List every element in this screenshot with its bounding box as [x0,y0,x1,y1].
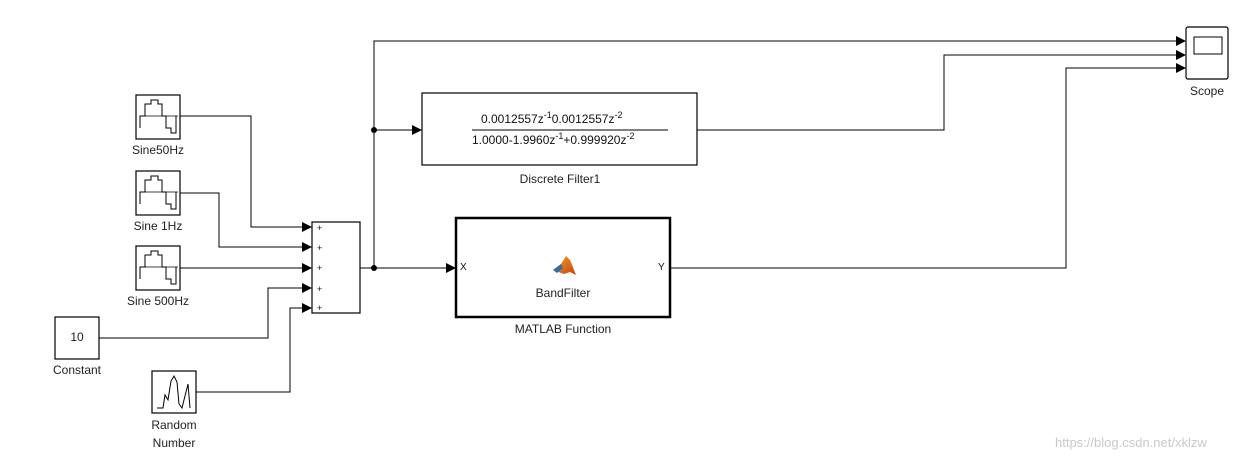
sine1-block[interactable] [135,170,181,216]
matlab-function-label: MATLAB Function [514,322,612,336]
filter-denominator: 1.0000-1.9960z-1+0.999920z-2 [472,131,635,147]
line-sine50-sum [180,115,312,232]
sine1-label: Sine 1Hz [133,219,183,233]
random-label-line1: Random [151,418,197,432]
scope-block[interactable] [1185,26,1229,80]
sine1-icon [139,175,177,210]
filter-label: Discrete Filter1 [519,172,601,186]
matlab-out-port: Y [658,262,665,273]
sum-sign-5: + [317,303,323,313]
matlab-function-name: BandFilter [535,286,591,300]
scope-screen-icon [1193,36,1223,55]
watermark: https://blog.csdn.net/xklzw [1055,435,1207,450]
branch-point-2 [371,127,377,133]
line-sine1-sum [180,192,312,252]
constant-block[interactable] [54,316,100,360]
scope-label: Scope [1189,84,1225,98]
filter-numerator: 0.0012557z-10.0012557z-2 [481,110,623,126]
matlab-in-port: X [460,262,467,273]
matlab-logo-icon [553,256,576,275]
sum-sign-3: + [317,263,323,273]
sum-block[interactable] [311,221,361,314]
sine500-label: Sine 500Hz [126,294,190,308]
line-constant-sum [99,283,312,339]
discrete-filter-block[interactable] [421,92,698,166]
sine50-block[interactable] [135,94,181,140]
sine500-icon [139,250,177,285]
random-signal-icon [157,374,191,410]
sum-sign-4: + [317,284,323,294]
sine50-icon [139,99,177,134]
branch-point-1 [371,265,377,271]
random-label-line2: Number [152,436,196,450]
line-random-sum [196,303,312,393]
matlab-function-block[interactable] [454,216,672,319]
random-number-block[interactable] [151,370,197,414]
sum-sign-1: + [317,223,323,233]
line-matlab-scope3 [670,63,1186,269]
constant-label: Constant [52,363,102,377]
sine50-label: Sine50Hz [131,143,185,157]
constant-value: 10 [70,330,84,344]
sum-sign-2: + [317,243,323,253]
line-filter-scope2 [697,50,1186,131]
sine500-block[interactable] [135,245,181,291]
line-branch-scope1 [373,36,1186,130]
line-branch-filter [373,125,422,268]
